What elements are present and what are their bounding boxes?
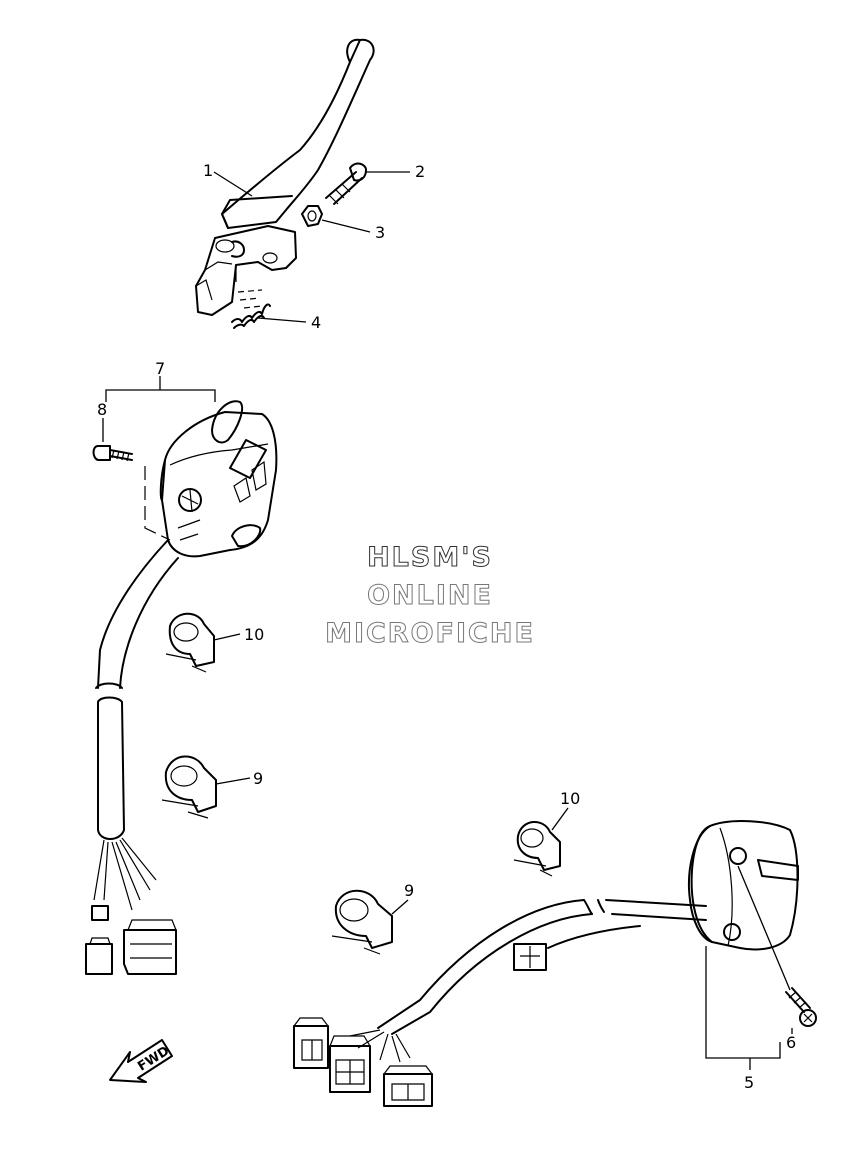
callout-3: 3	[375, 223, 385, 242]
left-clamp-lower[interactable]	[161, 755, 217, 819]
left-switch-dash	[144, 466, 171, 541]
leader-9-right	[391, 899, 409, 915]
lever-nut[interactable]	[301, 205, 323, 227]
fwd-arrow-icon: FWD	[109, 1039, 173, 1083]
watermark-line-1: HLSM'S	[367, 542, 493, 573]
fwd-label: FWD	[135, 1044, 172, 1075]
callout-10-left: 10	[244, 625, 264, 644]
leader-3	[321, 219, 371, 233]
leader-9-left	[215, 777, 251, 785]
right-switch-harness[interactable]	[292, 899, 707, 1107]
right-switch-housing[interactable]	[688, 820, 799, 951]
left-switch-harness[interactable]	[85, 539, 179, 975]
bracket-5	[705, 946, 781, 1059]
callout-7: 7	[155, 359, 165, 378]
leader-1	[213, 171, 253, 197]
right-switch-screw[interactable]	[785, 987, 817, 1027]
watermark-line-2: ONLINE	[367, 580, 493, 611]
left-switch-housing[interactable]	[159, 400, 278, 558]
callout-9-right: 9	[404, 881, 414, 900]
right-clamp-small[interactable]	[513, 821, 561, 877]
right-clamp-large[interactable]	[331, 889, 393, 955]
leader-4	[257, 317, 307, 323]
callout-8: 8	[97, 400, 107, 419]
callout-9-left: 9	[253, 769, 263, 788]
left-switch-screw[interactable]	[92, 445, 133, 462]
clutch-lever[interactable]	[195, 38, 375, 316]
leader-10-right	[551, 807, 569, 831]
left-clamp-upper[interactable]	[165, 612, 215, 673]
callout-2: 2	[415, 162, 425, 181]
lever-bolt[interactable]	[325, 162, 367, 205]
callout-1: 1	[203, 161, 213, 180]
lever-spring[interactable]	[231, 289, 271, 329]
callout-4: 4	[311, 313, 321, 332]
callout-10-right: 10	[560, 789, 580, 808]
leader-10-left	[213, 633, 241, 641]
watermark-line-3: MICROFICHE	[325, 618, 535, 649]
callout-6: 6	[786, 1033, 796, 1052]
callout-5: 5	[744, 1073, 754, 1092]
bracket-7	[105, 389, 216, 402]
leader-6-guide	[737, 865, 791, 991]
